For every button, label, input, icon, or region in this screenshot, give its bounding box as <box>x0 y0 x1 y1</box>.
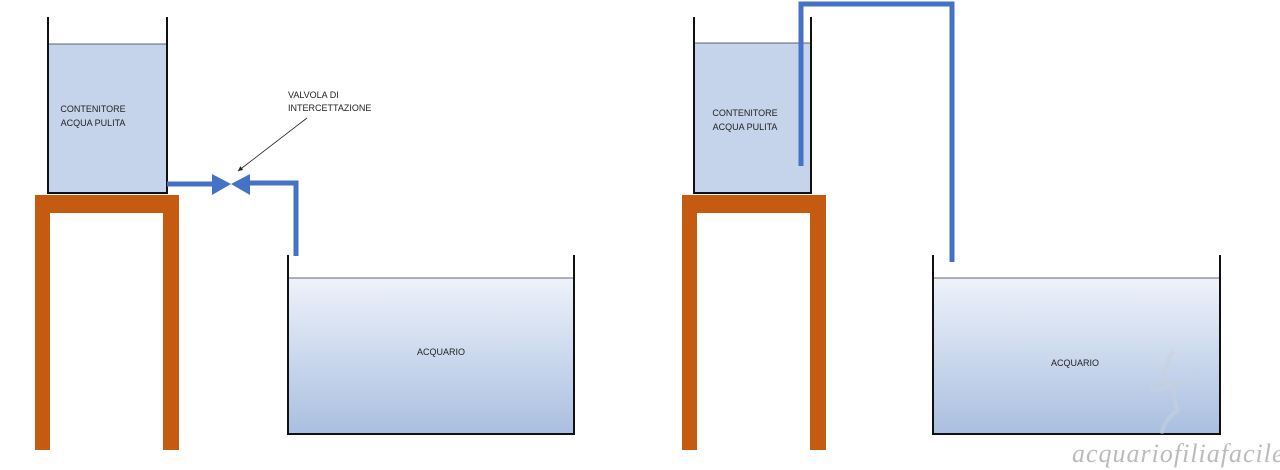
right-clean-water-container: CONTENITORE ACQUA PULITA <box>693 17 812 194</box>
valve-arrow <box>237 117 308 172</box>
valve-label-1: VALVOLA DI <box>288 90 339 100</box>
watermark-logo <box>1149 351 1196 434</box>
left-scene: CONTENITORE ACQUA PULITA VALVOLA DI INTE… <box>35 17 575 450</box>
right-table <box>682 195 826 450</box>
left-aquarium-label: ACQUARIO <box>417 347 465 357</box>
right-aquarium-label: ACQUARIO <box>1051 358 1099 368</box>
left-aquarium: ACQUARIO <box>287 255 575 435</box>
right-scene: CONTENITORE ACQUA PULITA ACQUARIO <box>682 1 1221 450</box>
valve-label-2: INTERCETTAZIONE <box>288 103 371 113</box>
shutoff-valve-icon[interactable] <box>212 174 250 195</box>
left-pipe <box>167 180 299 256</box>
watermark-text: acquariofiliafacile.it <box>1072 439 1280 468</box>
right-container-label-1: CONTENITORE <box>712 108 777 118</box>
siphon-pipe <box>798 1 955 262</box>
left-clean-water-container: CONTENITORE ACQUA PULITA <box>47 17 168 194</box>
right-container-label-2: ACQUA PULITA <box>713 122 778 132</box>
left-container-label-1: CONTENITORE <box>60 104 125 114</box>
left-container-label-2: ACQUA PULITA <box>61 118 126 128</box>
left-table <box>35 195 179 450</box>
